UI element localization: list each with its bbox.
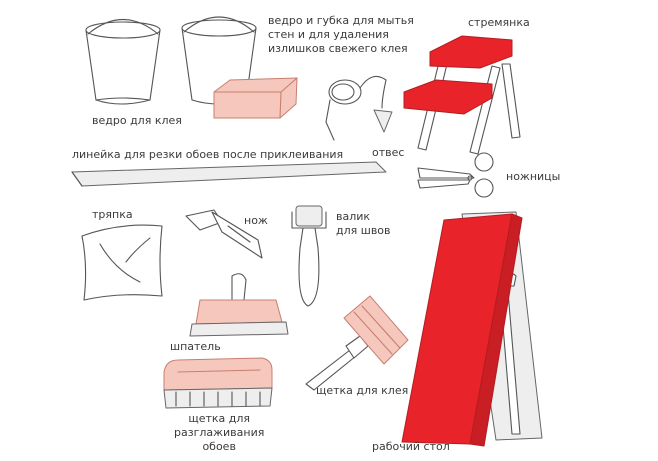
label-glue-bucket: ведро для клея <box>92 114 182 127</box>
label-knife: нож <box>244 214 268 227</box>
ruler-icon <box>71 161 387 187</box>
knife-icon <box>185 209 263 259</box>
plumb-line-icon <box>325 75 393 141</box>
rag-icon <box>81 224 163 301</box>
sponge-icon <box>213 77 298 119</box>
label-seam-roller: валик для швов <box>336 210 391 237</box>
smoothing-brush-icon <box>163 357 273 409</box>
label-work-table: рабочий стол <box>372 440 450 453</box>
label-glue-brush: щетка для клея <box>316 384 409 397</box>
spatula-icon <box>189 273 289 337</box>
label-scissors: ножницы <box>506 170 561 183</box>
scissors-icon <box>417 152 494 198</box>
label-spatula: шпатель <box>170 340 221 353</box>
label-plumb: отвес <box>372 146 405 159</box>
work-table-icon <box>401 211 543 447</box>
label-wash-bucket-sponge: ведро и губка для мытья стен и для удале… <box>268 14 414 55</box>
glue-brush-icon <box>305 295 409 391</box>
glue-bucket-icon <box>85 18 161 105</box>
label-smoothing-brush: щетка для разглаживания обоев <box>174 412 265 453</box>
label-ladder: стремянка <box>468 16 530 29</box>
label-ruler: линейка для резки обоев после приклеиван… <box>72 148 344 161</box>
seam-roller-icon <box>291 205 327 307</box>
label-rag: тряпка <box>92 208 133 221</box>
ladder-icon <box>403 35 521 155</box>
